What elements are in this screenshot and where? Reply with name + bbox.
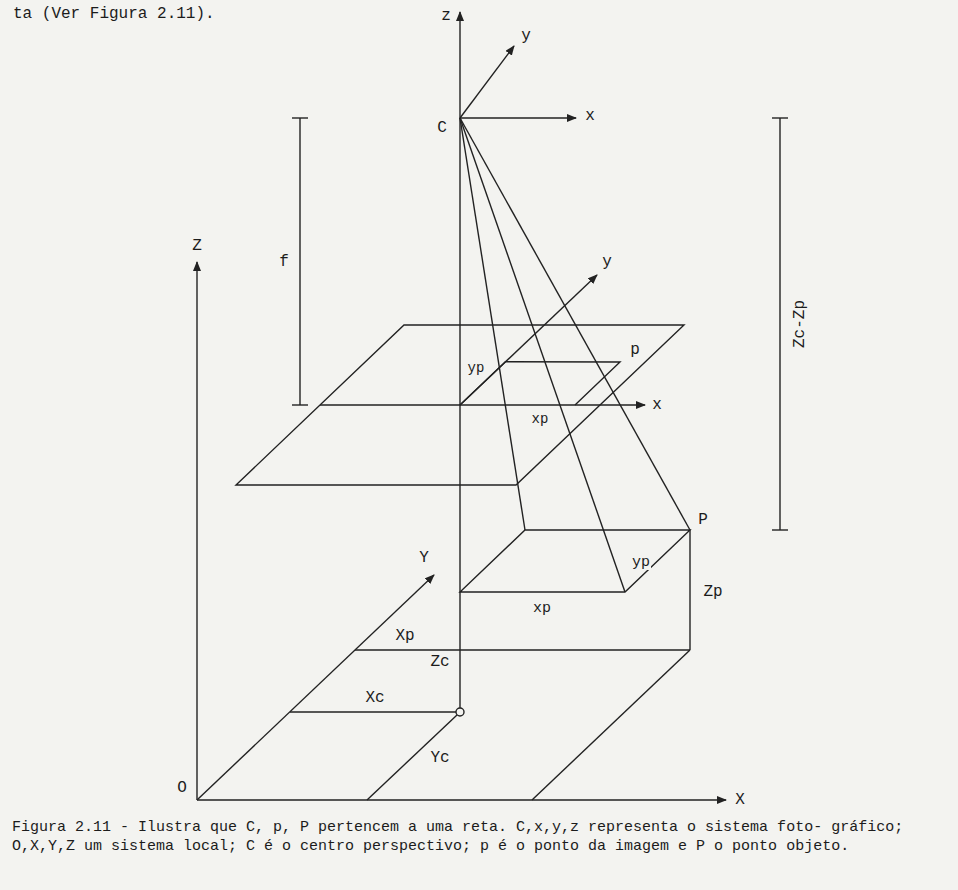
coordinate-label: xp <box>532 601 552 616</box>
dimension-tick <box>772 529 788 530</box>
dimension-label: Zc-Zp <box>792 299 808 349</box>
coordinate-label: Zp <box>702 584 723 600</box>
image-plane <box>236 325 684 485</box>
coordinate-label: Xp <box>394 628 415 644</box>
xc-line <box>290 711 456 712</box>
plumb-line <box>459 118 460 708</box>
figure-caption: Figura 2.11 - Ilustra que C, p, P perten… <box>12 818 946 856</box>
axis-label: z <box>440 8 452 24</box>
ray-to-P <box>460 118 690 530</box>
coordinate-label: xp <box>531 412 550 426</box>
axis-label: x <box>584 108 596 124</box>
yp-line <box>532 650 690 800</box>
image-coordinate-box <box>460 362 620 405</box>
page-text: ta (Ver Figura 2.11). <box>12 6 216 22</box>
origin-label: O <box>176 780 188 796</box>
axis-label: y <box>520 28 532 44</box>
ray <box>460 118 625 592</box>
ray <box>460 118 525 530</box>
dimension-line <box>299 118 300 405</box>
yc-line <box>367 715 457 800</box>
image-x-axis <box>320 404 645 405</box>
dimension-tick <box>772 117 788 118</box>
ground-y-axis <box>197 575 434 800</box>
coordinate-label: Yc <box>429 750 450 766</box>
camera-y-axis <box>460 46 514 118</box>
ground-z-axis <box>196 262 197 800</box>
coordinate-label: Xc <box>364 690 385 706</box>
object-coordinate-box <box>460 530 690 592</box>
object-height-line <box>689 530 690 650</box>
axis-label: X <box>734 792 746 808</box>
axis-label: Z <box>191 238 203 254</box>
coordinate-label: yp <box>467 361 486 375</box>
coordinate-label: Zc <box>429 654 450 670</box>
point-label: p <box>629 342 641 358</box>
point-label: C <box>436 120 448 136</box>
ground-x-axis <box>197 799 726 800</box>
axis-label: y <box>601 254 613 270</box>
axis-label: x <box>651 397 663 413</box>
nadir-point <box>456 708 464 716</box>
point-label: P <box>697 512 709 528</box>
dimension-tick <box>292 117 308 118</box>
coordinate-label: yp <box>631 555 651 570</box>
camera-x-axis <box>460 117 576 118</box>
dimension-label: f <box>278 254 290 270</box>
dimension-line <box>779 118 780 530</box>
xp-line <box>355 649 690 650</box>
camera-z-axis <box>459 12 460 118</box>
axis-label: Y <box>418 550 430 566</box>
dimension-tick <box>292 404 308 405</box>
